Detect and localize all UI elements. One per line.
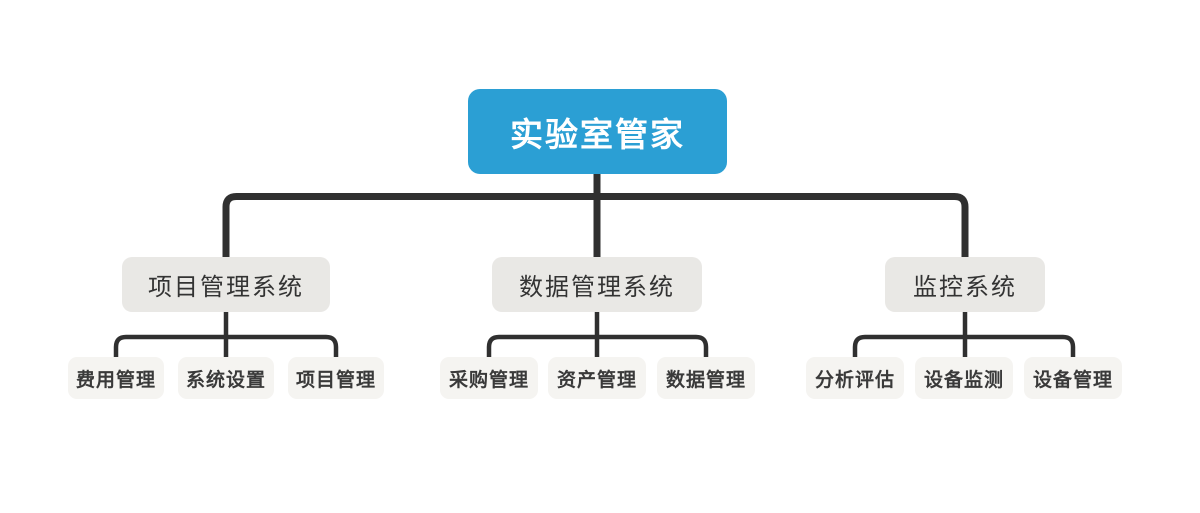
node-leaf-asset-management[interactable]: 资产管理 (548, 357, 646, 399)
node-leaf-equipment-management[interactable]: 设备管理 (1024, 357, 1122, 399)
node-leaf-system-settings[interactable]: 系统设置 (178, 357, 274, 399)
node-leaf-equipment-monitoring[interactable]: 设备监测 (915, 357, 1013, 399)
connector-root-bus (222, 193, 969, 257)
node-leaf-expense-management[interactable]: 费用管理 (68, 357, 164, 399)
node-leaf-project-management[interactable]: 项目管理 (288, 357, 384, 399)
node-leaf-procurement-management[interactable]: 采购管理 (440, 357, 538, 399)
node-branch-data-management[interactable]: 数据管理系统 (492, 257, 702, 312)
connector-branch2-bus (486, 334, 709, 357)
connector-branch1-bus (113, 334, 339, 357)
node-branch-monitoring[interactable]: 监控系统 (885, 257, 1045, 312)
node-branch-project-management[interactable]: 项目管理系统 (122, 257, 330, 312)
connector-branch3-bus (852, 334, 1076, 357)
node-leaf-data-management[interactable]: 数据管理 (657, 357, 755, 399)
node-leaf-analysis-evaluation[interactable]: 分析评估 (806, 357, 904, 399)
node-root[interactable]: 实验室管家 (468, 89, 727, 174)
